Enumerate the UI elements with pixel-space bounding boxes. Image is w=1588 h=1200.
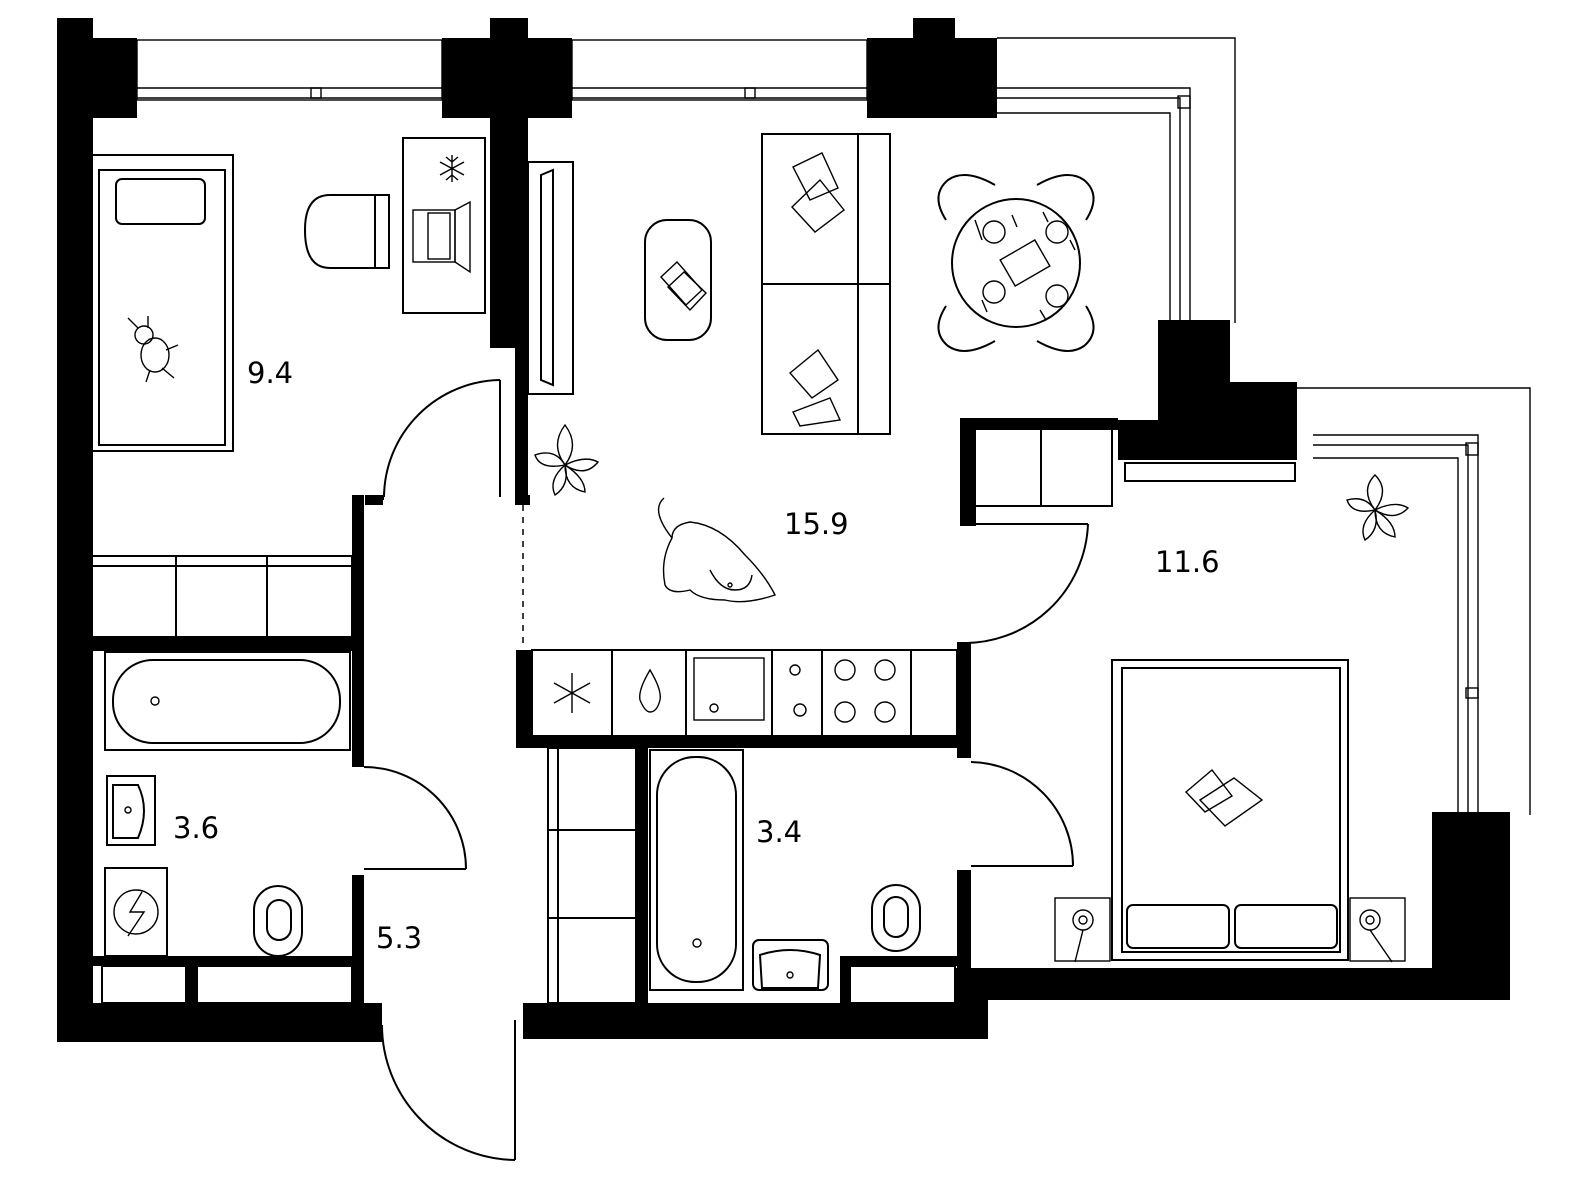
- single-bed: [90, 154, 234, 452]
- hob: [789, 659, 896, 723]
- coffee-table: [644, 219, 712, 341]
- lamp-icon: [1349, 897, 1406, 963]
- door-bathroom-right: [970, 761, 1074, 867]
- bathroom-left-fixtures: 3.6: [101, 651, 353, 1004]
- tv-unit: [527, 161, 574, 395]
- doors: [363, 379, 1089, 1161]
- room-area-label: 5.3: [376, 921, 422, 955]
- storage-shelf: [101, 965, 353, 1004]
- bathroom-right-fixtures: 3.4: [649, 749, 956, 1004]
- bedroom-main-furniture: 11.6: [1054, 462, 1410, 963]
- pillow-icon: [1184, 768, 1264, 827]
- washbasin: [752, 939, 829, 991]
- lamp-icon: [1054, 897, 1111, 963]
- bedroom-small-furniture: 9.4: [89, 137, 486, 638]
- kitchen-counter: [531, 649, 958, 737]
- door-bedroom-small: [382, 379, 501, 500]
- room-area-label: 11.6: [1155, 545, 1220, 579]
- pillow-icon: [788, 152, 845, 427]
- sofa: [761, 133, 891, 435]
- utensils-icon: [974, 211, 1076, 321]
- desk-chair: [303, 194, 390, 269]
- walls: [57, 18, 1510, 1042]
- door-bathroom-left: [363, 766, 467, 870]
- hallway-furniture: 5.3: [376, 747, 637, 1004]
- snowflake-icon: [439, 155, 465, 182]
- dog-icon: [657, 497, 776, 603]
- teddy-bunny-icon: [127, 316, 179, 383]
- dining-set: [937, 174, 1095, 352]
- laptop-icon: [412, 200, 471, 274]
- flower-icon: [1346, 474, 1410, 542]
- radiator: [1124, 462, 1296, 482]
- bathtub: [104, 651, 351, 751]
- balcony-cabinet: [969, 427, 1113, 507]
- washbasin: [106, 775, 156, 846]
- window-bedroom-small: [136, 39, 443, 101]
- room-area-label: 3.6: [173, 811, 219, 845]
- hall-wardrobe: [547, 747, 637, 1004]
- bathtub: [649, 749, 744, 991]
- wardrobe-small: [89, 555, 353, 638]
- storage-shelf: [849, 965, 956, 1004]
- door-entrance: [381, 1020, 516, 1161]
- kitchen-sink: [693, 657, 765, 721]
- double-bed: [1111, 659, 1349, 961]
- window-balcony-corner: [997, 37, 1236, 323]
- room-area-label: 3.4: [756, 815, 802, 849]
- room-area-label: 15.9: [784, 507, 849, 541]
- washing-machine-icon: [104, 867, 168, 957]
- toilet: [871, 884, 921, 952]
- sink-icon: [639, 668, 661, 713]
- flower-icon: [534, 423, 600, 497]
- toilet: [253, 885, 303, 957]
- room-area-label: 9.4: [247, 356, 293, 390]
- door-bedroom-main: [959, 523, 1089, 645]
- desk: [402, 137, 486, 314]
- windows: [136, 37, 1531, 815]
- window-living: [571, 39, 868, 101]
- snowflake-icon: [553, 673, 591, 713]
- window-bedroom-main: [1297, 387, 1531, 815]
- living-furniture: 15.9: [527, 133, 1113, 737]
